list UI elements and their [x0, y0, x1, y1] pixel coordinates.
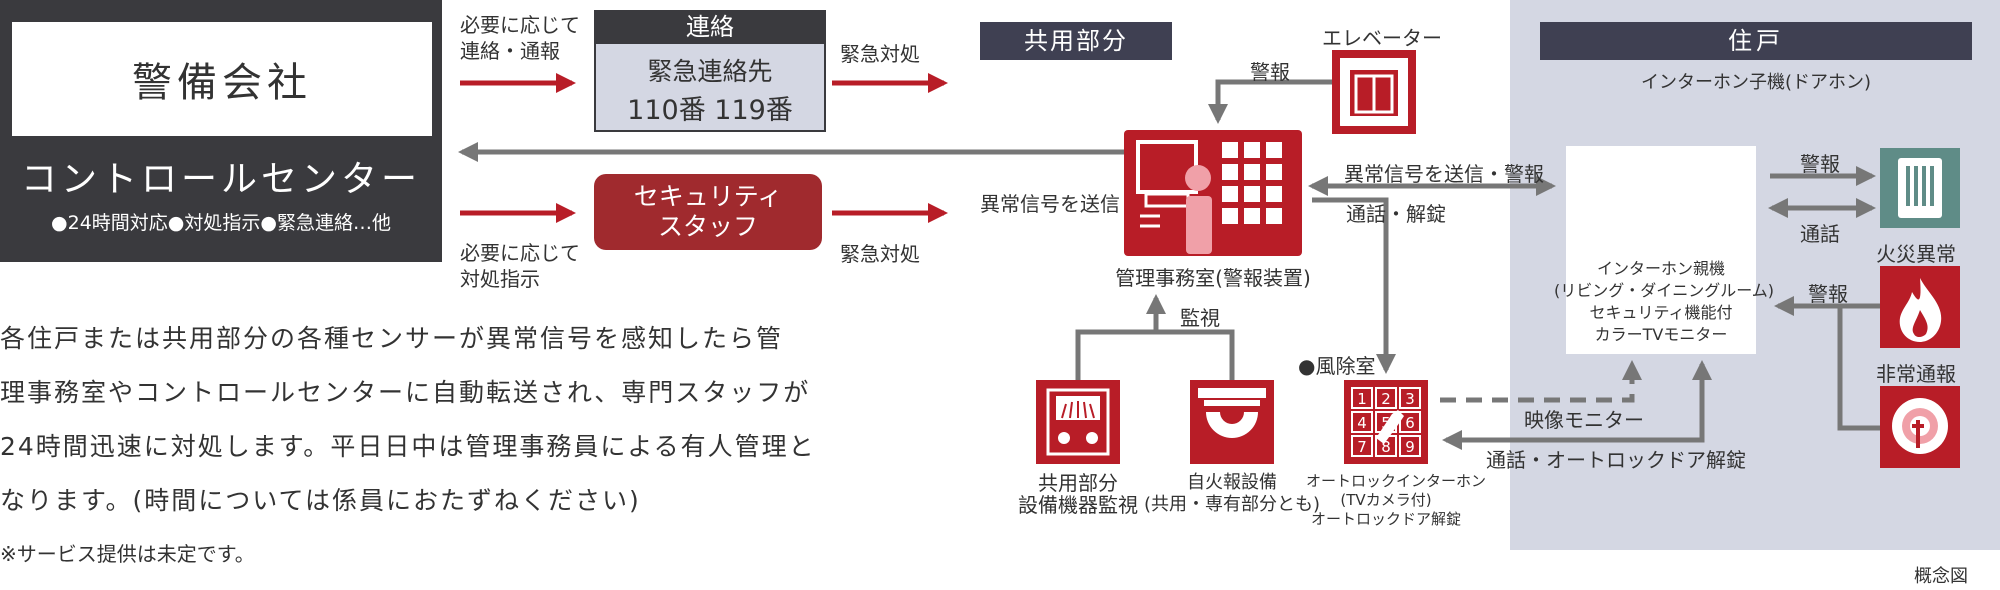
autolock-label: オートロックインターホン (TVカメラ付) オートロックドア解錠 [1306, 472, 1487, 528]
elevator-label: エレベーター [1322, 26, 1442, 50]
door-phone-label: インターホン子機(ドアホン) [1640, 72, 1872, 93]
intercom-master-panel [1566, 146, 1756, 354]
security-company-label: 警備会社 [12, 22, 432, 136]
dwelling-header: 住戸 [1540, 22, 1972, 60]
dwelling-alarm-label-1: 警報 [1800, 152, 1840, 176]
contact-box-header: 連絡 [594, 10, 826, 44]
svg-text:6: 6 [1405, 414, 1415, 432]
intercom-master-label: インターホン親機 (リビング・ダイニングルーム) セキュリティ機能付 カラーTV… [1554, 259, 1775, 344]
arrow-call-autolock [1442, 360, 1712, 450]
line-emergency-to-fire [1837, 306, 1880, 431]
call-unlock-label: 通話・解錠 [1346, 202, 1446, 226]
emergency-response-label-1: 緊急対処 [840, 42, 920, 66]
monitor-label: 監視 [1180, 306, 1220, 330]
windbreak-room-label: ●風除室 [1298, 354, 1376, 378]
common-area-header: 共用部分 [980, 22, 1172, 60]
instruct-note: 必要に応じて 対処指示 [460, 241, 580, 291]
arrow-office-to-autolock [1312, 197, 1396, 374]
elevator-alarm-label: 警報 [1250, 60, 1290, 84]
control-center-features: ●24時間対応●対処指示●緊急連絡…他 [51, 212, 391, 234]
svg-text:8: 8 [1381, 438, 1391, 456]
equipment-monitor-icon [1036, 380, 1120, 464]
office-alarm-panel-icon [1124, 130, 1302, 256]
fire-flame-icon [1880, 266, 1960, 348]
svg-text:1: 1 [1357, 390, 1367, 408]
office-label: 管理事務室(警報装置) [1115, 266, 1311, 290]
security-staff-box: セキュリティ スタッフ [594, 174, 822, 250]
abnormal-alarm-label: 異常信号を送信・警報 [1344, 162, 1544, 186]
control-center-title: コントロールセンター [20, 159, 421, 200]
dwelling-alarm-label-2: 警報 [1808, 282, 1848, 306]
emergency-call-label: 非常通報 [1876, 362, 1956, 386]
contact-note: 必要に応じて 連絡・通報 [460, 13, 580, 63]
monitor-bracket [1075, 329, 1235, 380]
svg-text:7: 7 [1357, 438, 1367, 456]
svg-text:9: 9 [1405, 438, 1415, 456]
arrow-elevator-to-office [1208, 79, 1332, 124]
fire-alarm-label: 自火報設備 (共用・専有部分とも) [1143, 472, 1321, 515]
autolock-intercom-keypad-icon: 123 456 789 [1344, 380, 1428, 464]
door-phone-icon [1880, 148, 1960, 228]
description-text: 各住戸または共用部分の各種センサーが異常信号を感知したら管 理事務室やコントロー… [0, 324, 816, 515]
equipment-monitor-label: 共用部分 設備機器監視 [1018, 471, 1138, 517]
emergency-response-label-2: 緊急対処 [840, 242, 920, 266]
svg-text:2: 2 [1381, 390, 1391, 408]
fire-abnormal-label: 火災異常 [1876, 242, 1956, 266]
contact-box-line2: 110番 119番 [627, 95, 793, 126]
dwelling-call-label: 通話 [1800, 222, 1840, 246]
send-abnormal-label: 異常信号を送信 [980, 192, 1120, 216]
contact-box-line1: 緊急連絡先 [647, 57, 773, 86]
video-monitor-label: 映像モニター [1524, 408, 1644, 432]
arrow-video-monitor [1440, 360, 1642, 403]
svg-text:4: 4 [1357, 414, 1367, 432]
elevator-icon [1332, 50, 1416, 134]
call-autolock-label: 通話・オートロックドア解錠 [1486, 448, 1746, 472]
fire-alarm-bell-icon [1190, 380, 1274, 464]
svg-text:3: 3 [1405, 390, 1415, 408]
service-note: ※サービス提供は未定です。 [0, 542, 255, 566]
emergency-button-icon [1880, 386, 1960, 468]
concept-label: 概念図 [1914, 566, 1968, 587]
